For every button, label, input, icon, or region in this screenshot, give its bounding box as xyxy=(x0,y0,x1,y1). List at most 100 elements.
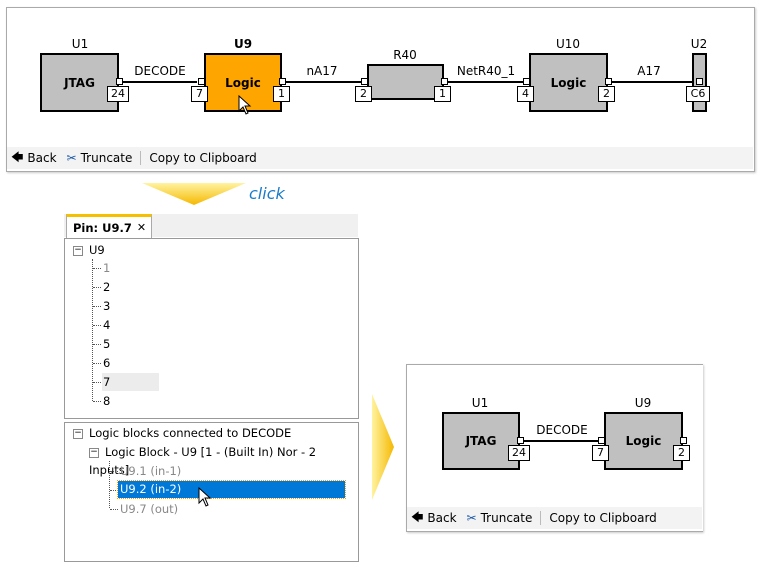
scissors-icon: ✂ xyxy=(66,151,77,165)
pin-connector xyxy=(696,78,703,85)
pin-connector xyxy=(279,78,286,85)
pin-label: 8 xyxy=(103,394,111,408)
net-label: nA17 xyxy=(306,64,338,78)
ref-u1: U1 xyxy=(71,37,89,51)
pin-connector xyxy=(517,437,524,444)
pin-connector xyxy=(680,437,687,444)
pin-label[interactable]: 2 xyxy=(673,445,690,461)
back-button[interactable]: Back xyxy=(427,511,457,525)
logic-item-u9-1[interactable]: U9.1 (in-1) xyxy=(110,462,181,480)
divider xyxy=(140,151,142,165)
net-label: DECODE xyxy=(134,64,186,78)
pin-label[interactable]: 24 xyxy=(107,86,129,102)
collapse-icon[interactable]: − xyxy=(73,244,83,256)
logic-item-u9-7[interactable]: U9.7 (out) xyxy=(110,500,178,518)
component-u9[interactable]: Logic xyxy=(604,412,683,470)
wire-a17 xyxy=(610,81,692,83)
copy-to-clipboard-button[interactable]: Copy to Clipboard xyxy=(149,151,257,165)
pin-connector xyxy=(361,78,368,85)
tree-root-logic-blocks[interactable]: −Logic blocks connected to DECODE xyxy=(73,424,291,442)
pin-connector xyxy=(605,78,612,85)
pin-label[interactable]: 2 xyxy=(355,86,372,102)
tree-node-logic-block[interactable]: −Logic Block - U9 [1 - (Built In) Nor - … xyxy=(89,443,358,477)
pin-label[interactable]: 1 xyxy=(273,86,290,102)
pin-label: 2 xyxy=(103,280,111,294)
pin-item-2[interactable]: 2 xyxy=(93,278,110,296)
tree-label: Logic blocks connected to DECODE xyxy=(89,426,292,440)
tab-pin-u9-7[interactable]: Pin: U9.7 ✕ xyxy=(66,214,153,238)
wire-decode xyxy=(524,440,598,442)
pin-tree: −U9 1 2 3 4 5 6 7 8 xyxy=(64,238,359,419)
truncate-button[interactable]: Truncate xyxy=(80,151,133,165)
copy-to-clipboard-button[interactable]: Copy to Clipboard xyxy=(549,511,657,525)
net-label: DECODE xyxy=(536,423,588,437)
tab-label: Pin: U9.7 xyxy=(73,220,132,235)
pin-item-6[interactable]: 6 xyxy=(93,354,110,372)
ref-u9: U9 xyxy=(634,396,652,410)
pin-label[interactable]: C6 xyxy=(686,86,710,102)
component-u1[interactable]: JTAG xyxy=(442,412,520,470)
ref-u10: U10 xyxy=(555,37,581,51)
item-label: U9.2 (in-2) xyxy=(117,480,346,499)
pin-item-5[interactable]: 5 xyxy=(93,335,110,353)
truncate-button[interactable]: Truncate xyxy=(480,511,533,525)
ref-u2: U2 xyxy=(690,37,708,51)
down-arrow-icon xyxy=(142,183,246,205)
collapse-icon[interactable]: − xyxy=(73,427,83,439)
component-u1[interactable]: JTAG xyxy=(40,53,119,112)
item-label: U9.7 (out) xyxy=(120,502,179,516)
mouse-cursor-icon xyxy=(238,95,252,115)
back-icon: 🡄 xyxy=(11,149,24,164)
net-label: NetR40_1 xyxy=(456,64,516,78)
scissors-icon: ✂ xyxy=(466,511,477,525)
divider xyxy=(540,511,542,525)
click-annotation: click xyxy=(249,184,285,203)
pin-item-3[interactable]: 3 xyxy=(93,297,110,315)
pin-label[interactable]: 1 xyxy=(434,86,451,102)
close-icon[interactable]: ✕ xyxy=(136,221,147,234)
pin-label[interactable]: 7 xyxy=(191,86,208,102)
pin-label: 6 xyxy=(103,356,111,370)
pin-label[interactable]: 7 xyxy=(592,445,609,461)
toolbar-top: 🡄 Back ✂ Truncate Copy to Clipboard xyxy=(7,147,753,169)
pin-connector xyxy=(598,437,605,444)
pin-label: 1 xyxy=(103,261,111,275)
pin-label[interactable]: 2 xyxy=(598,86,615,102)
pin-connector xyxy=(523,78,530,85)
pin-connector xyxy=(441,78,448,85)
tree-line xyxy=(109,461,110,508)
mouse-cursor-icon xyxy=(198,487,212,507)
tree-label: U9 xyxy=(89,243,105,257)
pin-item-4[interactable]: 4 xyxy=(93,316,110,334)
toolbar-result: 🡄 Back ✂ Truncate Copy to Clipboard xyxy=(407,507,702,529)
logic-tree: −Logic blocks connected to DECODE −Logic… xyxy=(64,422,359,562)
pin-connector xyxy=(116,78,123,85)
item-label: U9.1 (in-1) xyxy=(120,464,182,478)
component-r40[interactable] xyxy=(367,64,444,100)
pin-label[interactable]: 4 xyxy=(517,86,534,102)
ref-u9: U9 xyxy=(233,37,253,51)
back-icon: 🡄 xyxy=(411,509,424,524)
collapse-icon[interactable]: − xyxy=(89,446,99,458)
pin-label: 7 xyxy=(103,375,111,389)
pin-connector xyxy=(198,78,205,85)
wire-decode xyxy=(123,81,197,83)
pin-label: 4 xyxy=(103,318,111,332)
selected-row-highlight xyxy=(102,373,159,391)
pin-label: 3 xyxy=(103,299,111,313)
pin-item-1[interactable]: 1 xyxy=(93,259,110,277)
ref-u1: U1 xyxy=(471,396,489,410)
net-label: A17 xyxy=(637,64,661,78)
pin-label: 5 xyxy=(103,337,111,351)
pin-item-7[interactable]: 7 xyxy=(93,373,110,391)
tree-line xyxy=(92,259,93,401)
tree-root-u9[interactable]: −U9 xyxy=(73,241,105,259)
right-arrow-icon xyxy=(372,394,394,500)
pin-label[interactable]: 24 xyxy=(508,445,530,461)
pin-item-8[interactable]: 8 xyxy=(93,392,110,410)
component-u10[interactable]: Logic xyxy=(529,53,608,112)
back-button[interactable]: Back xyxy=(27,151,57,165)
ref-r40: R40 xyxy=(393,48,417,62)
wire-na17 xyxy=(286,81,361,83)
logic-item-u9-2[interactable]: U9.2 (in-2) xyxy=(110,480,346,499)
